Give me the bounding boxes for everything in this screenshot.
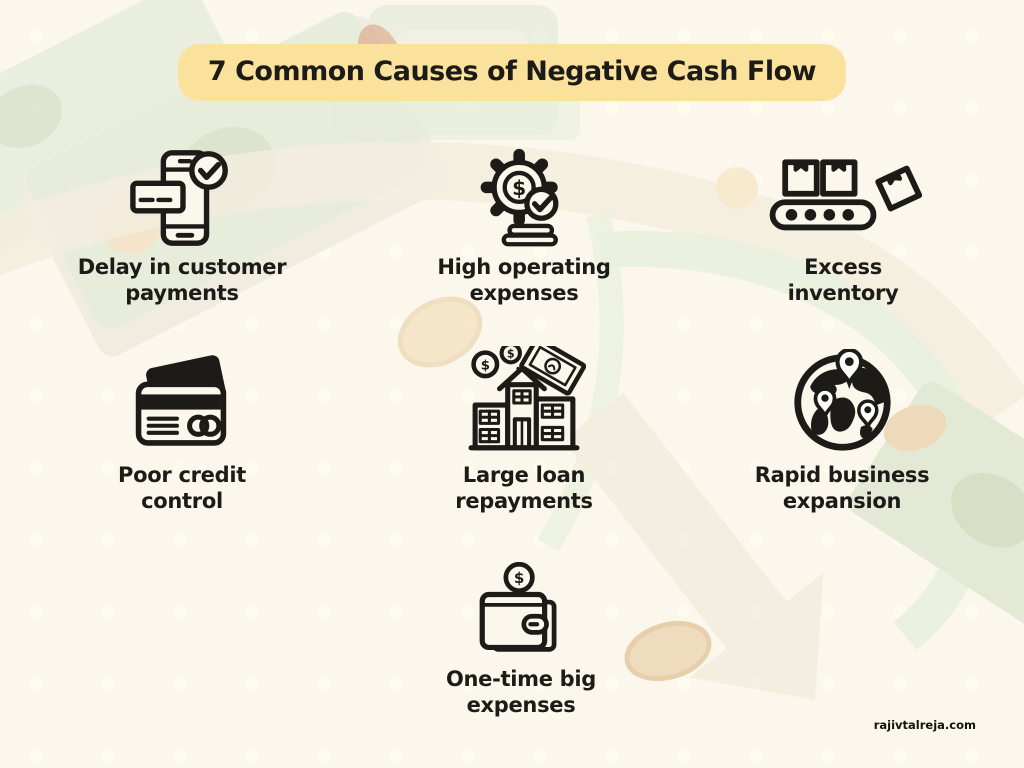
cause-item-delay-customer-payments: Delay in customer payments [32,146,332,306]
svg-text:$: $ [514,569,525,587]
infographic-title: 7 Common Causes of Negative Cash Flow [177,44,847,101]
cause-label-line2: expenses [469,281,579,305]
cause-label-line1: Large loan [462,463,586,487]
cause-label-line2: payments [125,281,239,305]
website-credit: rajivtalreja.com [873,718,976,732]
cause-item-high-operating-expenses: $ High operating expenses [374,146,674,306]
svg-text:$: $ [512,176,526,200]
cause-label-line2: expansion [782,489,902,513]
credit-card-icon [126,346,238,458]
svg-text:$: $ [507,348,515,361]
cause-label-line1: Excess [804,255,882,279]
phone-payment-check-icon [128,146,236,250]
cause-item-one-time-big-expenses: $ One-time big expenses [371,562,671,718]
cause-item-large-loan-repayments: $ $ Large loan repayments [374,346,674,514]
cause-label-line2: inventory [787,281,899,305]
cause-label-line1: Poor credit [118,463,246,487]
cause-item-rapid-business-expansion: Rapid business expansion [692,346,992,514]
cause-item-poor-credit-control: Poor credit control [32,346,332,514]
svg-text:$: $ [481,358,490,373]
cause-label-line2: control [141,489,223,513]
cause-item-excess-inventory: Excess inventory [693,146,993,306]
conveyor-boxes-icon [764,146,922,250]
cause-label-line1: Rapid business [754,463,930,487]
house-money-icon: $ $ [462,346,586,458]
cause-label-line1: High operating [437,255,611,279]
cause-label-line1: One-time big [445,667,597,691]
cause-label-line2: expenses [466,693,576,717]
globe-pins-icon [789,346,896,458]
wallet-coin-icon: $ [469,562,573,662]
cause-label-line1: Delay in customer [77,255,287,279]
gear-dollar-check-icon: $ [471,146,577,250]
cause-label-line2: repayments [455,489,593,513]
